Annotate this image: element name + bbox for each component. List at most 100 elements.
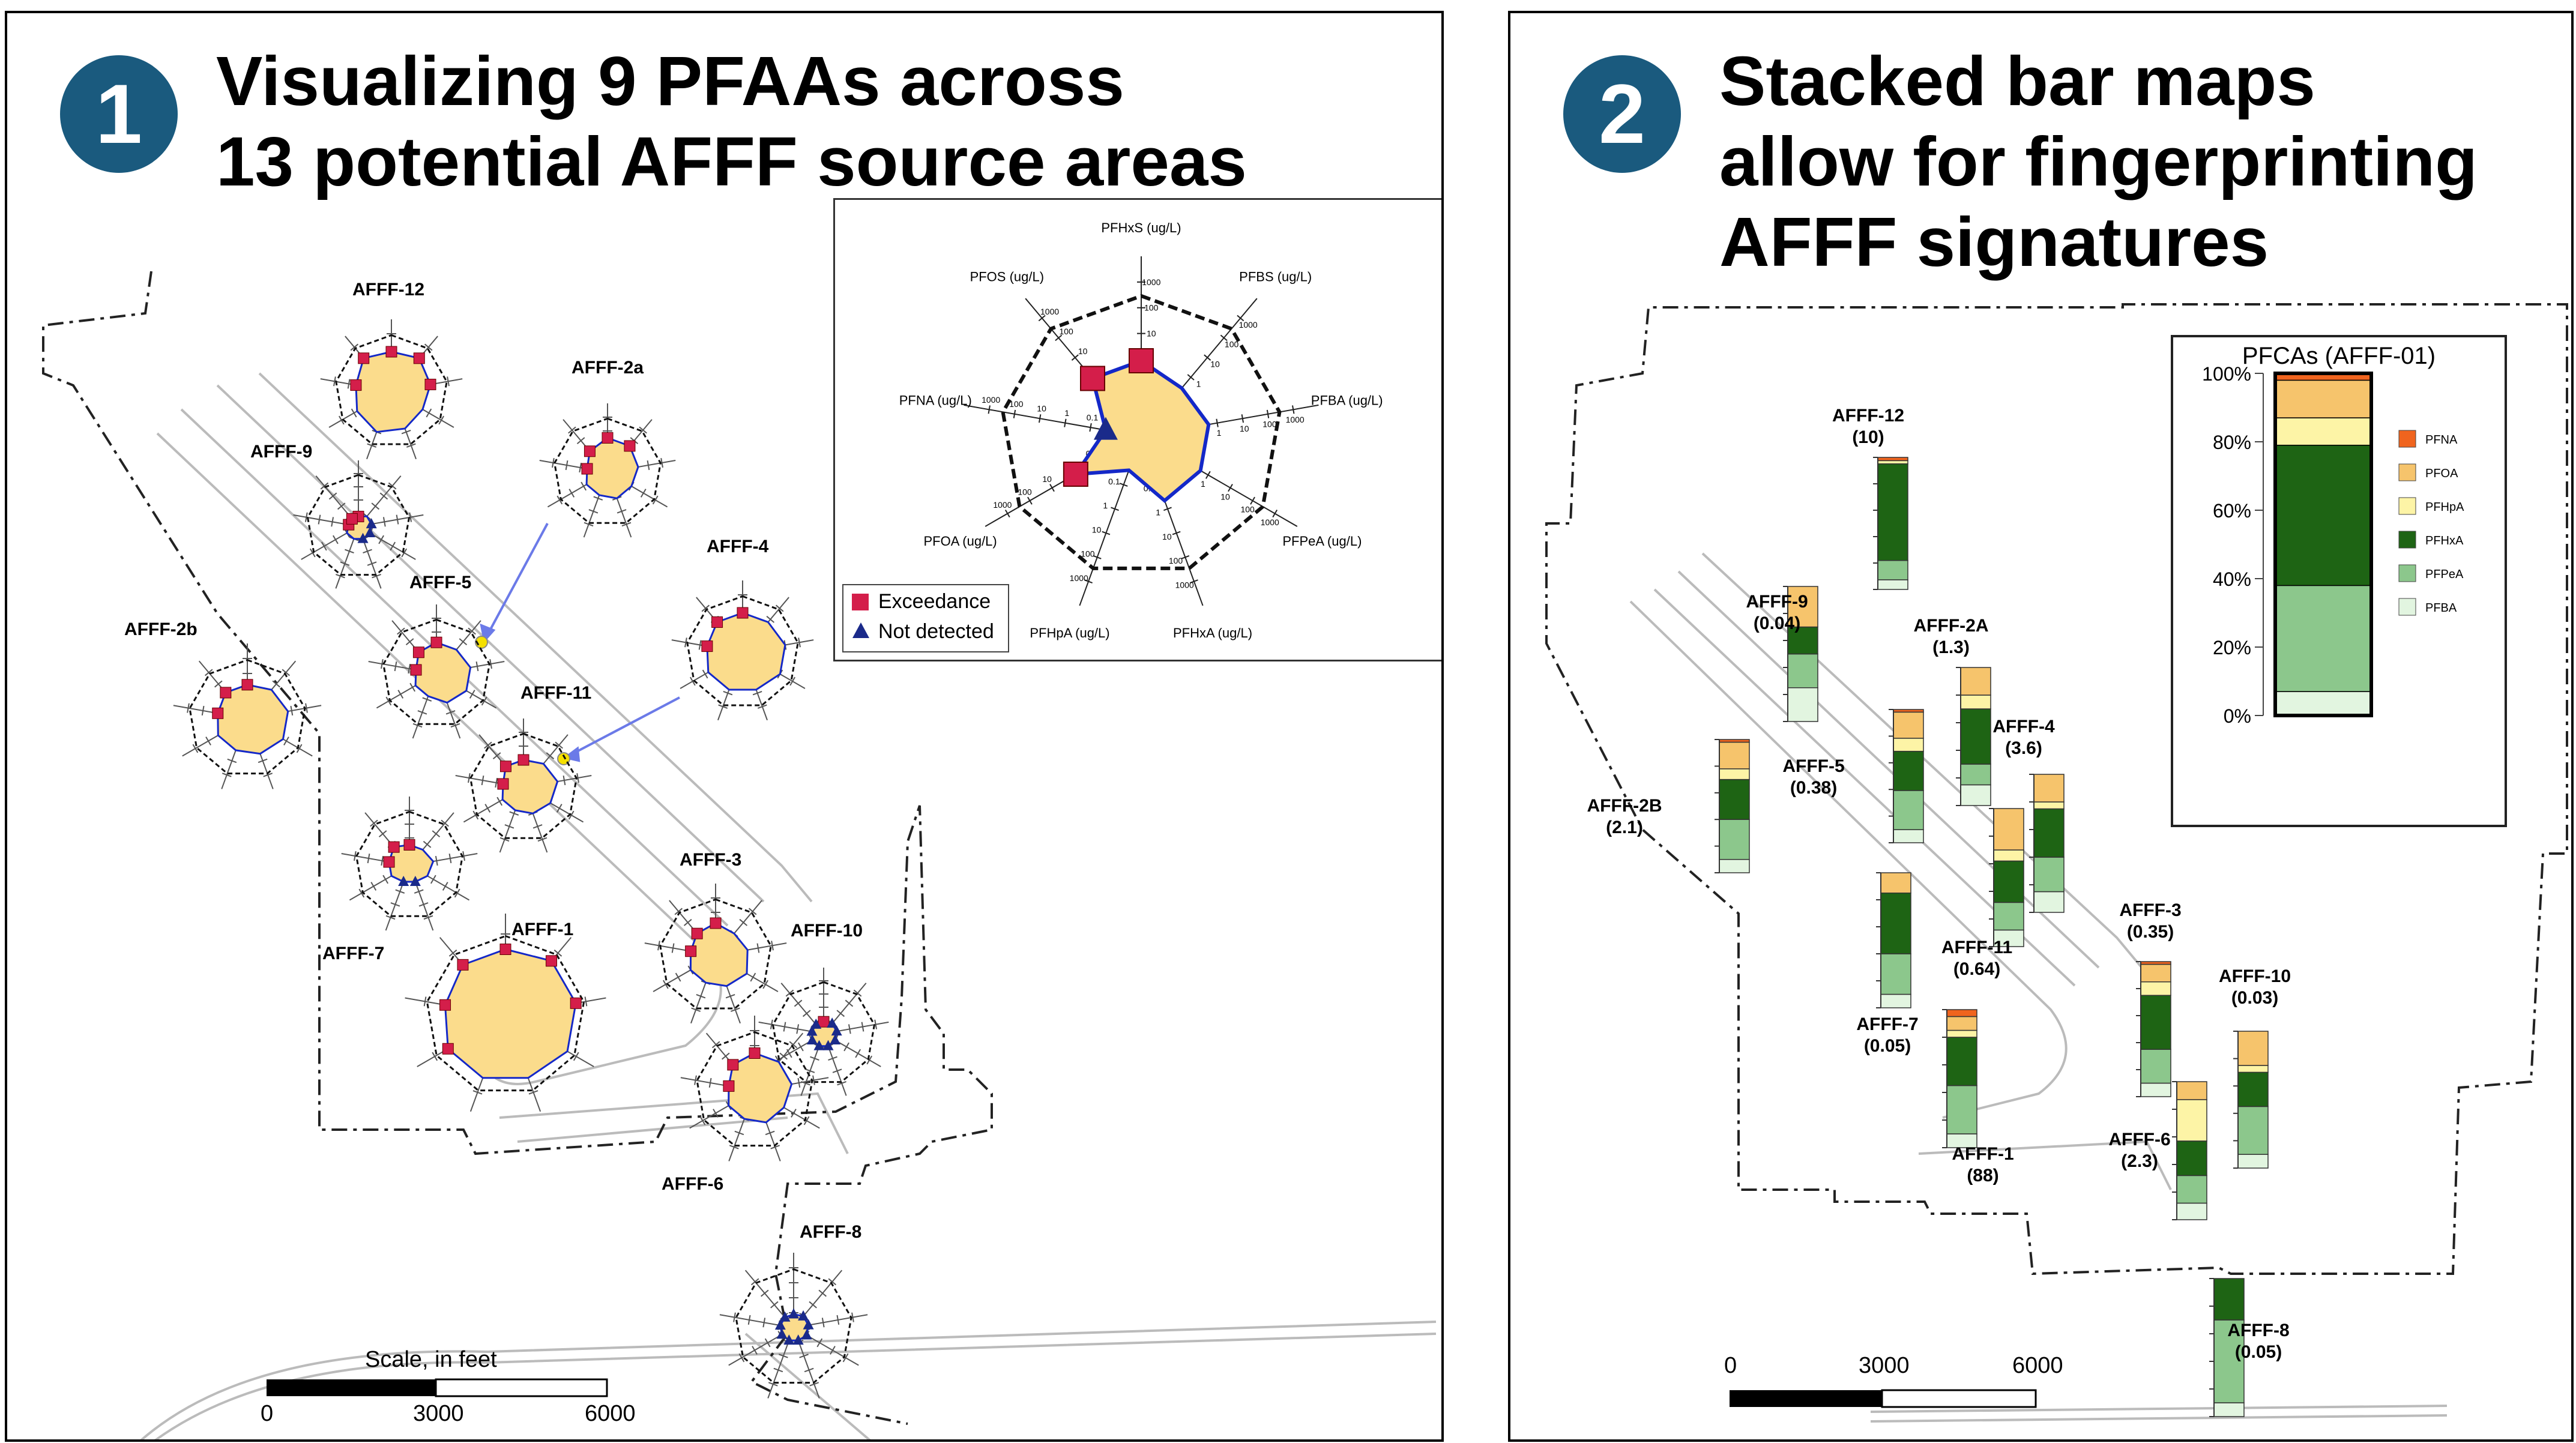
bar-segment	[1893, 750, 1924, 791]
radar-tick	[309, 548, 316, 558]
y-tick-label: 40%	[2213, 568, 2251, 590]
radar-tick	[711, 1041, 720, 1049]
not-detected-marker	[774, 1319, 786, 1330]
site-label: AFFF-12	[352, 280, 424, 300]
radar-tick	[504, 824, 514, 829]
site-label: AFFF-4	[1992, 717, 2055, 737]
site-label: AFFF-11	[1941, 938, 2012, 957]
radar-tick	[809, 1382, 819, 1387]
legend-label: PFPeA	[2425, 568, 2464, 581]
radar-axis-label: PFBS (ug/L)	[1239, 269, 1312, 284]
radar-tick	[304, 512, 308, 522]
radar-tick	[417, 710, 427, 715]
radar-tick	[708, 1077, 712, 1088]
exceedance-marker	[383, 856, 395, 868]
airfield-outline	[140, 372, 1437, 1439]
radar-tick-label: 100	[1144, 303, 1159, 313]
radar-tick	[1004, 510, 1010, 518]
legend-swatch	[2398, 598, 2416, 616]
symbol-legend: Exceedance Not detected	[842, 584, 1009, 652]
radar-tick-label: 1000	[1175, 580, 1194, 589]
radar-tick	[569, 489, 575, 498]
bar-segment	[1719, 859, 1750, 873]
radar-tick	[584, 996, 588, 1007]
radar-tick	[459, 638, 468, 646]
radar-data-polygon	[355, 351, 432, 433]
radar-tick	[450, 723, 460, 728]
exceedance-marker	[403, 839, 415, 851]
exceedance-marker	[711, 616, 723, 628]
radar-tick	[328, 492, 337, 500]
bar-segment-pfhxa	[2275, 444, 2372, 586]
radar-tick	[1055, 334, 1063, 342]
radar-tick	[388, 482, 397, 490]
radar-tick	[390, 541, 396, 551]
radar-tick	[750, 972, 756, 982]
exceedance-marker	[570, 997, 582, 1009]
exceedance-marker	[584, 445, 596, 457]
site-labels: AFFF-12 (10) AFFF-9 (0.04) AFFF-2A (1.3)…	[1587, 406, 2291, 1362]
site-label: (0.64)	[1953, 959, 2000, 979]
radar-tick	[775, 604, 784, 612]
radar-tick	[382, 875, 389, 884]
radar-tick	[1049, 484, 1055, 492]
radar-tick	[573, 1052, 579, 1061]
radar-tick	[837, 1081, 846, 1086]
bar-segment	[1946, 1029, 1977, 1038]
radar-tick	[528, 1090, 538, 1095]
site-label: (2.3)	[2121, 1151, 2158, 1171]
radar-tick	[489, 658, 492, 669]
site-stacked-bar	[1715, 739, 1750, 873]
site-label: (3.6)	[2005, 738, 2042, 758]
not-detected-marker	[783, 1334, 795, 1345]
radar-tick	[409, 512, 412, 522]
radar-tick	[750, 1278, 759, 1286]
site-label: AFFF-2a	[572, 358, 644, 378]
radar-threshold	[1001, 294, 1282, 570]
radar-tick	[372, 574, 381, 579]
not-detected-marker	[779, 1311, 791, 1322]
radar-tick	[556, 804, 563, 813]
radar-tick	[263, 773, 273, 777]
bar-segment	[2140, 981, 2171, 996]
radar-tick	[701, 604, 710, 612]
radar-tick	[804, 1367, 814, 1373]
not-detected-marker	[803, 1319, 814, 1330]
bar-segment	[1960, 784, 1991, 806]
radar-tick	[842, 1353, 849, 1363]
radar-tick	[799, 1354, 809, 1358]
bar-segment	[2237, 1154, 2269, 1169]
radar-tick	[696, 993, 706, 999]
facility-boundary	[42, 271, 993, 1425]
radar-tick	[796, 1024, 800, 1034]
bar-segment	[1960, 694, 1991, 709]
bar-segment	[1877, 457, 1908, 462]
radar-tick	[779, 1354, 788, 1358]
radar-tick	[593, 496, 603, 501]
radar-tick	[684, 637, 687, 648]
bar-segment	[1946, 1009, 1977, 1017]
bar-segment	[2140, 1082, 2171, 1097]
radar-tick	[657, 941, 660, 951]
radar-tick	[484, 741, 492, 749]
radar-tick	[768, 1382, 778, 1387]
panel-title: Stacked bar maps allow for fingerprintin…	[1719, 42, 2478, 281]
radar-tick	[576, 773, 579, 783]
radar-tick-label: 1000	[993, 500, 1012, 510]
bar-segment	[2176, 1099, 2207, 1142]
radar-tick-label: 10	[1037, 404, 1046, 414]
radar-tick	[554, 949, 563, 957]
exceedance-marker	[346, 513, 358, 525]
radar-tick	[381, 855, 384, 866]
radar-tick	[1163, 507, 1172, 511]
legend-label: PFHpA	[2425, 501, 2464, 514]
site-radar	[644, 884, 787, 1024]
radar-tick	[423, 840, 432, 848]
panel-radar-map: 1 Visualizing 9 PFAAs across 13 potentia…	[5, 11, 1444, 1442]
site-radar	[368, 604, 505, 739]
bar-segment	[1960, 708, 1991, 765]
not-detected-marker	[409, 876, 421, 887]
radar-axis-label: PFHxA (ug/L)	[1173, 625, 1252, 640]
bar-segment	[1946, 1037, 1977, 1086]
radar-tick	[1172, 531, 1181, 535]
